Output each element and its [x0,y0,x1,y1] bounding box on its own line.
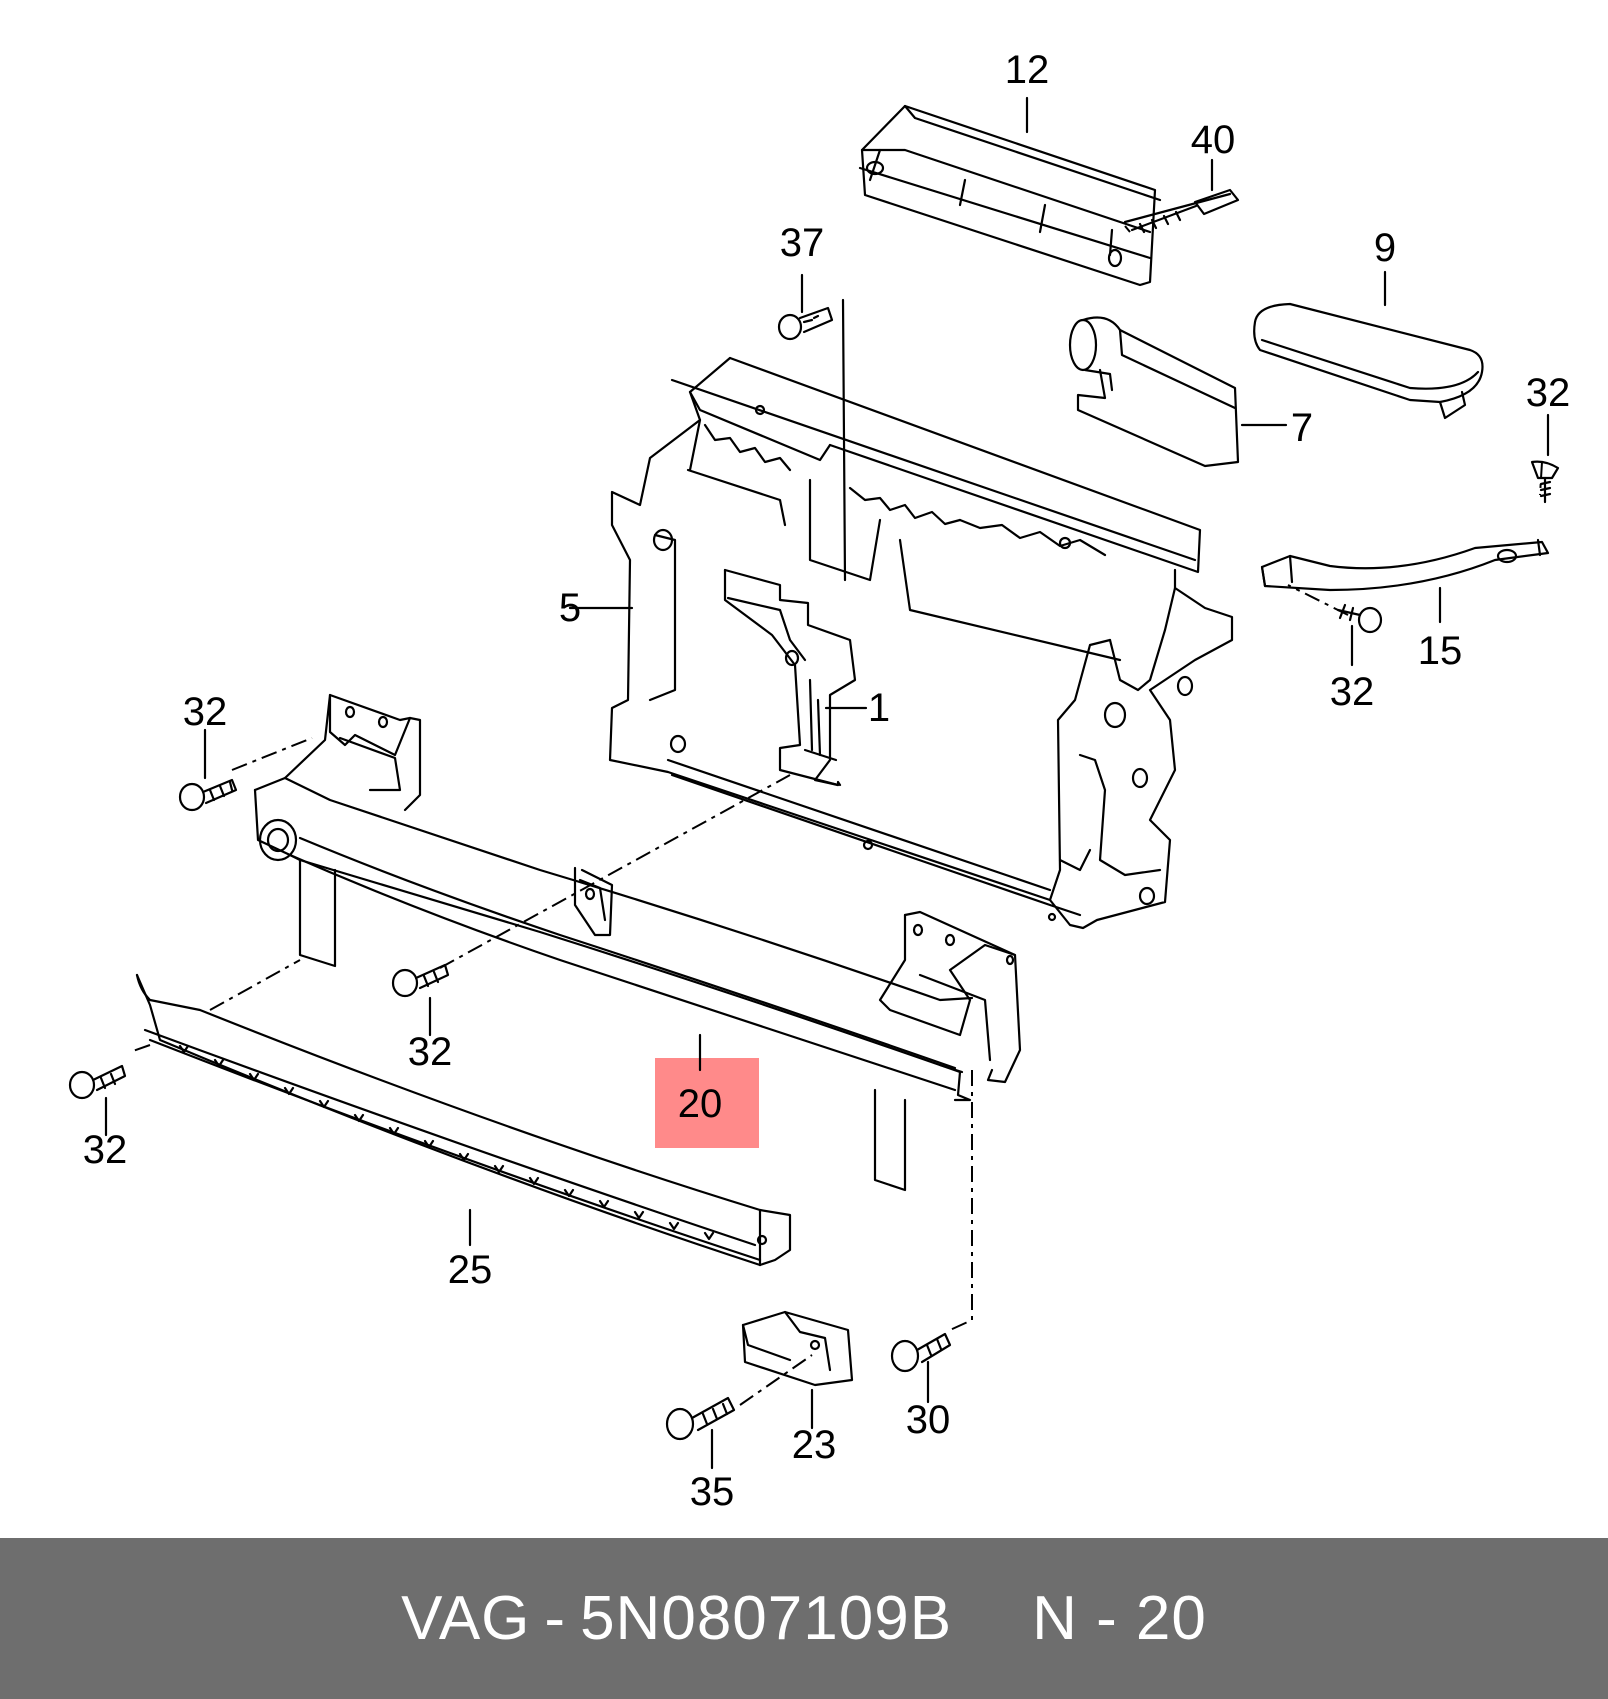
callout-32d: 32 [407,1030,453,1074]
callout-32b: 32 [1329,670,1375,714]
callout-7: 7 [1290,406,1314,450]
callout-32a: 32 [1525,371,1571,415]
part-info-footer: VAG - 5N0807109B N - 20 [0,1538,1608,1699]
part-35-bolt [665,1396,736,1441]
part-32d-screw [391,963,450,998]
diagram-drawing [68,96,1560,1470]
callout-15: 15 [1417,629,1463,673]
part-32b-screw [1336,603,1383,634]
callout-20: 20 [677,1082,723,1126]
part-32e-screw [68,1064,127,1100]
part-37-screw [777,306,834,341]
part-9-cover [1253,302,1484,420]
callout-1: 1 [867,686,891,730]
part-30-bolt [890,1332,952,1373]
part-25-absorber [135,973,792,1267]
part-32a-screw [1530,460,1560,504]
callout-23: 23 [791,1423,837,1467]
position-label: N - 20 [1032,1584,1207,1653]
brand-label: VAG [401,1584,531,1653]
part-7-duct [1068,316,1240,468]
part-40-screw [1123,188,1240,234]
highlight-part-20 [655,1058,759,1148]
part-23-bracket [741,1310,854,1387]
separator: - [544,1584,567,1653]
callout-32c: 32 [182,690,228,734]
callout-5: 5 [558,586,582,630]
part-20-bumper-carrier [253,693,1022,1192]
parts-diagram: 12 40 37 9 7 32 5 15 32 1 32 32 20 32 25… [68,48,1571,1514]
callout-35: 35 [689,1470,735,1514]
callout-30: 30 [905,1398,951,1442]
callout-9: 9 [1373,226,1397,270]
part-15-strut [1260,538,1550,592]
part-1-center-bracket [723,568,857,787]
part-number: 5N0807109B [580,1584,953,1653]
part-5-lock-carrier [608,356,1234,930]
callout-12: 12 [1004,48,1050,92]
part-32c-screw [178,778,238,812]
callout-25: 25 [447,1248,493,1292]
part-12-air-duct [858,104,1162,287]
assembly-lines [129,225,1543,1406]
callout-37: 37 [779,221,825,265]
callout-40: 40 [1190,118,1236,162]
callout-32e: 32 [82,1128,128,1172]
